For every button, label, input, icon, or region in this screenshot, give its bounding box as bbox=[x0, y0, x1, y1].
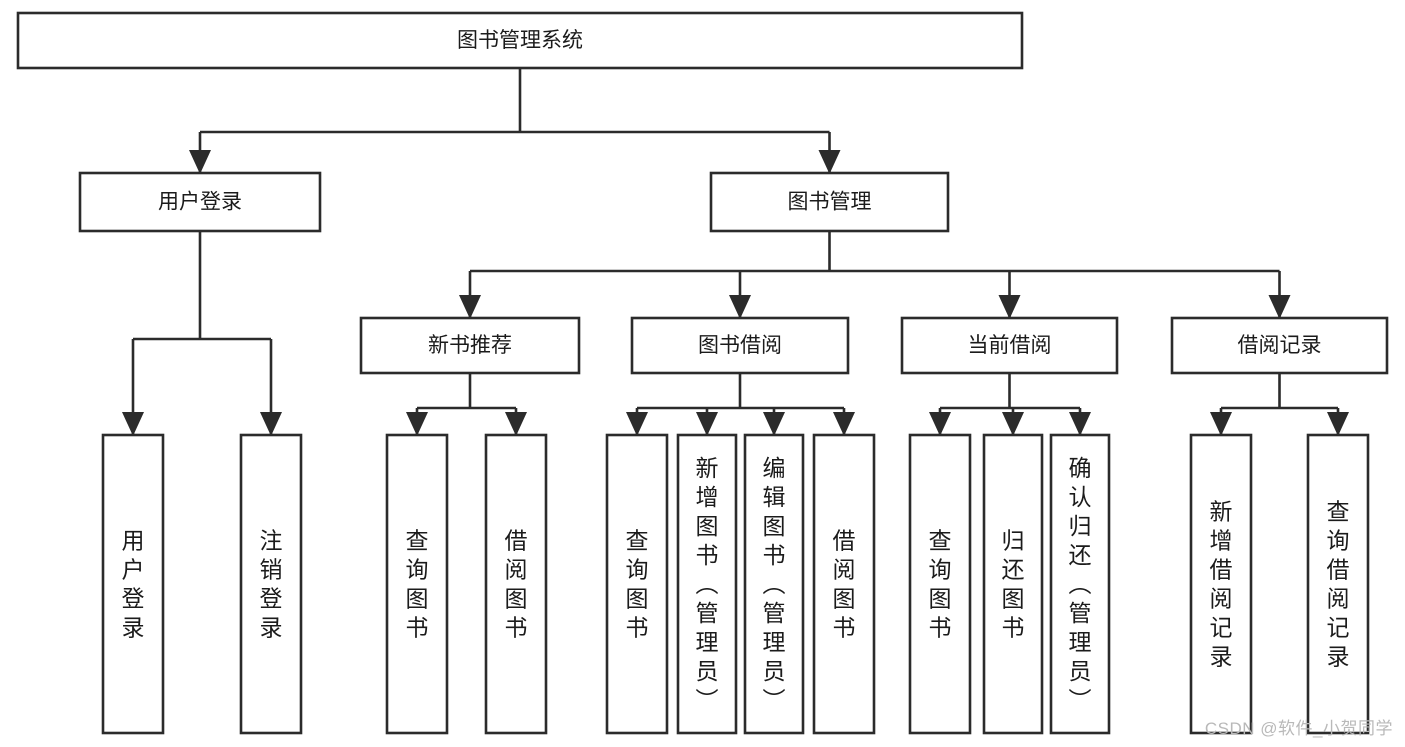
node-leaf-query-record-label: 查询借阅记录 bbox=[1327, 499, 1350, 670]
node-borrow-record-rect bbox=[1170, 316, 1389, 375]
node-leaf-add-record[interactable]: 新增借阅记录 bbox=[1189, 433, 1253, 735]
node-book-borrow-label: 图书借阅 bbox=[698, 334, 782, 357]
node-book-manage-rect bbox=[709, 171, 950, 233]
node-leaf-logout-label: 注销登录 bbox=[260, 528, 283, 641]
node-leaf-query-book-1[interactable]: 查询图书 bbox=[385, 433, 449, 735]
node-new-book-rec-rect bbox=[359, 316, 581, 375]
node-user-login-rect bbox=[78, 171, 322, 233]
node-current-borrow[interactable]: 当前借阅 bbox=[900, 316, 1119, 375]
node-user-login-label: 用户登录 bbox=[158, 191, 242, 214]
node-leaf-add-record-rect bbox=[1189, 433, 1253, 735]
node-leaf-borrow-book-1-label: 借阅图书 bbox=[505, 528, 528, 641]
node-leaf-borrow-book-1-rect bbox=[484, 433, 548, 735]
node-new-book-rec[interactable]: 新书推荐 bbox=[359, 316, 581, 375]
node-leaf-query-record-rect bbox=[1306, 433, 1370, 735]
node-leaf-confirm-return-label: 确认归还︵管理员︶ bbox=[1069, 455, 1092, 713]
node-borrow-record[interactable]: 借阅记录 bbox=[1170, 316, 1389, 375]
node-leaf-query-book-3[interactable]: 查询图书 bbox=[908, 433, 972, 735]
node-leaf-query-book-3-label: 查询图书 bbox=[929, 528, 952, 641]
node-leaf-query-book-2-rect bbox=[605, 433, 669, 735]
node-leaf-return-book[interactable]: 归还图书 bbox=[982, 433, 1044, 735]
node-leaf-query-book-2[interactable]: 查询图书 bbox=[605, 433, 669, 735]
node-leaf-confirm-return[interactable]: 确认归还︵管理员︶ bbox=[1049, 433, 1111, 735]
connector-layer bbox=[122, 68, 1349, 436]
node-current-borrow-label: 当前借阅 bbox=[968, 334, 1052, 357]
node-leaf-add-book[interactable]: 新增图书︵管理员︶ bbox=[676, 433, 738, 735]
node-book-manage-label: 图书管理 bbox=[788, 191, 872, 214]
node-leaf-add-book-label: 新增图书︵管理员︶ bbox=[696, 455, 719, 713]
node-leaf-add-record-label: 新增借阅记录 bbox=[1210, 499, 1233, 670]
node-leaf-logout-rect bbox=[239, 433, 303, 735]
node-root[interactable]: 图书管理系统 bbox=[16, 11, 1024, 70]
node-leaf-edit-book-label: 编辑图书︵管理员︶ bbox=[763, 455, 786, 713]
node-leaf-query-book-1-label: 查询图书 bbox=[406, 528, 429, 641]
node-book-borrow[interactable]: 图书借阅 bbox=[630, 316, 850, 375]
node-leaf-user-login-rect bbox=[101, 433, 165, 735]
node-leaf-user-login-label: 用户登录 bbox=[122, 528, 145, 641]
node-leaf-edit-book-rect bbox=[743, 433, 805, 735]
node-book-manage[interactable]: 图书管理 bbox=[709, 171, 950, 233]
node-current-borrow-rect bbox=[900, 316, 1119, 375]
node-user-login[interactable]: 用户登录 bbox=[78, 171, 322, 233]
node-leaf-query-book-3-rect bbox=[908, 433, 972, 735]
node-leaf-add-book-rect bbox=[676, 433, 738, 735]
node-leaf-borrow-book-2[interactable]: 借阅图书 bbox=[812, 433, 876, 735]
node-root-rect bbox=[16, 11, 1024, 70]
node-leaf-confirm-return-rect bbox=[1049, 433, 1111, 735]
node-leaf-borrow-book-2-label: 借阅图书 bbox=[833, 528, 856, 641]
node-leaf-query-book-1-rect bbox=[385, 433, 449, 735]
node-leaf-user-login[interactable]: 用户登录 bbox=[101, 433, 165, 735]
node-leaf-return-book-rect bbox=[982, 433, 1044, 735]
node-borrow-record-label: 借阅记录 bbox=[1238, 334, 1322, 357]
node-leaf-query-record[interactable]: 查询借阅记录 bbox=[1306, 433, 1370, 735]
node-layer: 图书管理系统用户登录图书管理新书推荐图书借阅当前借阅借阅记录用户登录注销登录查询… bbox=[16, 11, 1389, 735]
node-book-borrow-rect bbox=[630, 316, 850, 375]
node-leaf-logout[interactable]: 注销登录 bbox=[239, 433, 303, 735]
node-new-book-rec-label: 新书推荐 bbox=[428, 334, 512, 357]
node-leaf-borrow-book-2-rect bbox=[812, 433, 876, 735]
node-leaf-borrow-book-1[interactable]: 借阅图书 bbox=[484, 433, 548, 735]
node-leaf-query-book-2-label: 查询图书 bbox=[626, 528, 649, 641]
node-root-label: 图书管理系统 bbox=[457, 29, 583, 52]
node-leaf-edit-book[interactable]: 编辑图书︵管理员︶ bbox=[743, 433, 805, 735]
node-leaf-return-book-label: 归还图书 bbox=[1002, 528, 1025, 641]
